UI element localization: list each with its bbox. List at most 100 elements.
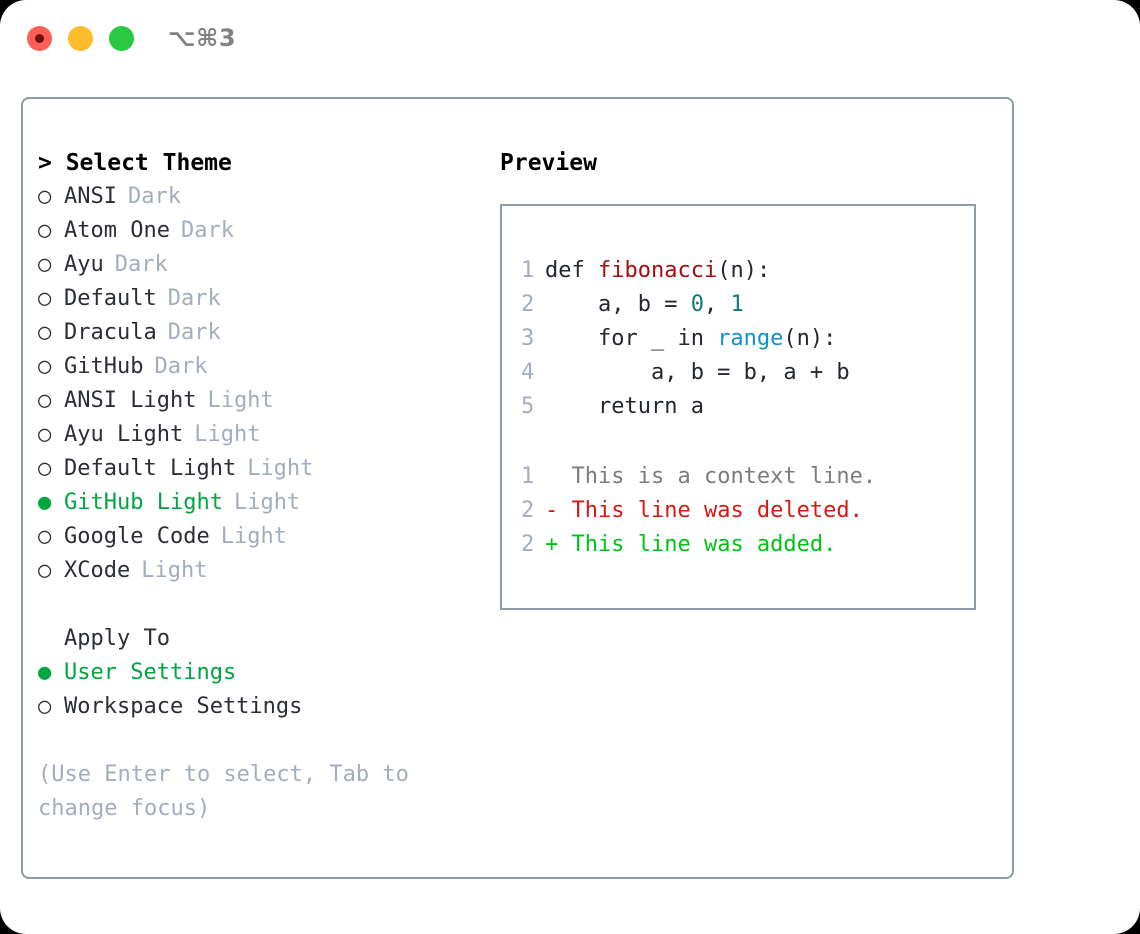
diff-marker: +: [545, 532, 572, 557]
line-number: 2: [521, 292, 535, 317]
theme-option-tag: Light: [141, 558, 208, 583]
theme-option-label: GitHub: [64, 354, 144, 379]
window-title: ⌥⌘3: [168, 24, 237, 52]
apply-to-option-user-settings[interactable]: ● User Settings: [38, 656, 478, 690]
radio-unselected-icon: ○: [38, 184, 52, 209]
theme-option-label: Google Code: [64, 524, 210, 549]
line-number: 3: [521, 326, 535, 351]
diff-marker: [545, 460, 572, 494]
line-number: 2: [521, 498, 535, 523]
code-token-plain: (n):: [783, 326, 837, 351]
line-number: 5: [521, 394, 535, 419]
code-token-plain: return a: [545, 394, 704, 419]
minimize-button-icon[interactable]: [68, 26, 93, 51]
theme-option-ayu-light[interactable]: ○ Ayu Light Light: [38, 418, 478, 452]
theme-option-label: ANSI: [64, 184, 117, 209]
theme-option-tag: Dark: [180, 218, 234, 243]
diff-text: This is a context line.: [571, 464, 877, 489]
theme-option-tag: Dark: [167, 320, 221, 345]
radio-unselected-icon: ○: [38, 388, 52, 413]
code-token-plain: for _ in: [545, 326, 718, 351]
theme-option-tag: Light: [194, 422, 261, 447]
code-token-plain: a, b = b, a + b: [545, 360, 850, 385]
diff-line-del: 2- This line was deleted.: [521, 494, 968, 528]
diff-text: This line was deleted.: [571, 498, 863, 523]
radio-unselected-icon: ○: [38, 218, 52, 243]
theme-option-ansi-light[interactable]: ○ ANSI Light Light: [38, 384, 478, 418]
apply-to-header: Apply To: [64, 626, 170, 651]
code-token-bi: range: [717, 326, 784, 351]
traffic-light-buttons: [27, 26, 134, 51]
code-token-fn: fibonacci: [597, 258, 718, 283]
radio-unselected-icon: ○: [38, 694, 52, 719]
theme-option-label: ANSI Light: [64, 388, 197, 413]
radio-unselected-icon: ○: [38, 456, 52, 481]
theme-option-tag: Light: [207, 388, 274, 413]
theme-option-github[interactable]: ○ GitHub Dark: [38, 350, 478, 384]
apply-to-option-label: User Settings: [64, 660, 237, 685]
radio-unselected-icon: ○: [38, 524, 52, 549]
zoom-button-icon[interactable]: [109, 26, 134, 51]
theme-option-tag: Light: [247, 456, 314, 481]
apply-to-option-label: Workspace Settings: [64, 694, 303, 719]
code-line: 1 def fibonacci(n):: [521, 254, 968, 288]
theme-option-label: Ayu Light: [64, 422, 184, 447]
radio-unselected-icon: ○: [38, 422, 52, 447]
theme-option-dracula[interactable]: ○ Dracula Dark: [38, 316, 478, 350]
diff-line-add: 2 + This line was added.: [521, 528, 968, 562]
title-bar: ⌥⌘3: [0, 0, 1140, 78]
diff-text: This line was added.: [571, 532, 837, 557]
theme-option-label: GitHub Light: [64, 490, 223, 515]
radio-selected-icon: ●: [38, 490, 52, 515]
code-token-plain: ,: [703, 292, 731, 317]
select-theme-header: > Select Theme: [38, 150, 232, 176]
theme-option-label: Default: [64, 286, 157, 311]
theme-option-ansi[interactable]: ○ ANSI Dark: [38, 180, 478, 214]
radio-unselected-icon: ○: [38, 320, 52, 345]
theme-option-tag: Dark: [127, 184, 181, 209]
code-line: 3 for _ in range(n):: [521, 322, 968, 356]
radio-unselected-icon: ○: [38, 354, 52, 379]
theme-option-tag: Light: [220, 524, 287, 549]
code-line: 5 return a: [521, 390, 968, 424]
code-token-plain: def: [545, 258, 598, 283]
line-number: 2: [521, 532, 535, 557]
apply-to-option-list: ● User Settings ○ Workspace Settings: [38, 656, 478, 724]
code-line: 4 a, b = b, a + b: [521, 356, 968, 390]
apply-to-option-workspace-settings[interactable]: ○ Workspace Settings: [38, 690, 478, 724]
code-token-num: 0: [690, 292, 704, 317]
theme-option-default-light[interactable]: ○ Default Light Light: [38, 452, 478, 486]
theme-option-label: Dracula: [64, 320, 157, 345]
preview-header: Preview: [500, 150, 597, 176]
theme-option-tag: Dark: [114, 252, 168, 277]
diff-sample: 1 This is a context line. 2- This line wa…: [521, 460, 968, 562]
code-token-num: 1: [730, 292, 744, 317]
theme-option-ayu[interactable]: ○ Ayu Dark: [38, 248, 478, 282]
theme-option-label: Default Light: [64, 456, 237, 481]
code-token-plain: a, b =: [545, 292, 691, 317]
close-button-icon[interactable]: [27, 26, 52, 51]
radio-selected-icon: ●: [38, 660, 52, 685]
radio-unselected-icon: ○: [38, 286, 52, 311]
line-number: 1: [521, 464, 535, 489]
radio-unselected-icon: ○: [38, 252, 52, 277]
radio-unselected-icon: ○: [38, 558, 52, 583]
theme-option-label: Ayu: [64, 252, 104, 277]
code-token-plain: (n):: [717, 258, 771, 283]
diff-marker: -: [545, 498, 572, 523]
line-number: 4: [521, 360, 535, 385]
code-line: 2 a, b = 0, 1: [521, 288, 968, 322]
theme-option-google-code[interactable]: ○ Google Code Light: [38, 520, 478, 554]
line-number: 1: [521, 258, 535, 283]
theme-option-tag: Dark: [154, 354, 208, 379]
